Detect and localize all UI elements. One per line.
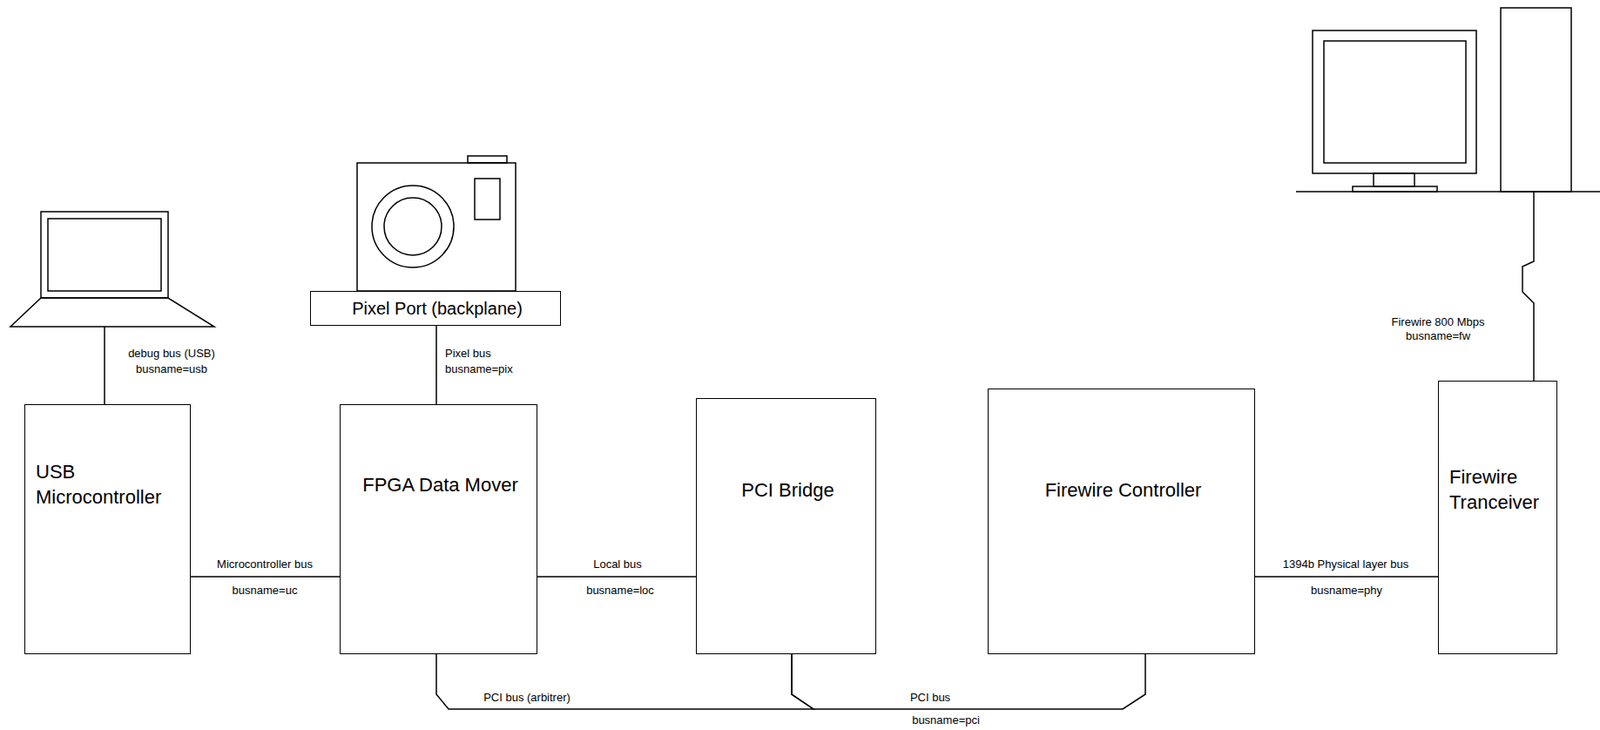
bus-name: debug bus (USB) (126, 346, 217, 360)
bus-label: Pixel bus (443, 346, 493, 360)
backplane-box: Pixel Port (backplane) (310, 290, 561, 326)
transceiver-box: Firewire Tranceiver (1437, 380, 1558, 655)
bus-id: busname=uc (230, 583, 300, 597)
bus-label: 1394b Physical layer bus (1281, 557, 1411, 571)
computer-icon (1296, 7, 1600, 192)
box-title: Firewire Tranceiver (1449, 465, 1550, 515)
bus-line (791, 654, 1146, 709)
bus-id: busname=pix (443, 362, 515, 376)
debug-wire (103, 326, 106, 405)
bus-line (190, 575, 340, 578)
box-title: FPGA Data Mover (351, 472, 530, 499)
bus-id: busname=loc (584, 583, 656, 597)
bus-name: Firewire 800 Mbps (1390, 315, 1487, 329)
fpga-box: FPGA Data Mover (339, 404, 538, 655)
box-title: USB Microcontroller (35, 459, 183, 510)
bus-label: Local bus (591, 557, 644, 571)
controller-box: USB Microcontroller (24, 404, 191, 655)
controller-box: Firewire Controller (987, 388, 1256, 655)
bus-line (537, 575, 696, 578)
bus-id: busname=pci (910, 713, 982, 727)
bus-id: busname=phy (1309, 583, 1384, 597)
box-title: Firewire Controller (999, 478, 1248, 504)
laptop-icon (10, 211, 215, 327)
bus-label: Microcontroller bus (215, 557, 315, 571)
box-title: PCI Bridge (707, 478, 869, 504)
bus-line (435, 325, 438, 405)
bus-label: PCI bus (arbitrer) (481, 690, 573, 704)
bus-id: busname=fw (1404, 329, 1472, 343)
camera-icon (357, 155, 516, 291)
bus-label: PCI bus (908, 690, 952, 704)
bridge-box: PCI Bridge (695, 398, 877, 655)
box-title: Pixel Port (backplane) (321, 297, 554, 320)
bus-id: busname=usb (134, 362, 210, 376)
bus-line (436, 654, 814, 709)
firewire-cable (1522, 191, 1534, 381)
bus-line (1255, 575, 1438, 578)
